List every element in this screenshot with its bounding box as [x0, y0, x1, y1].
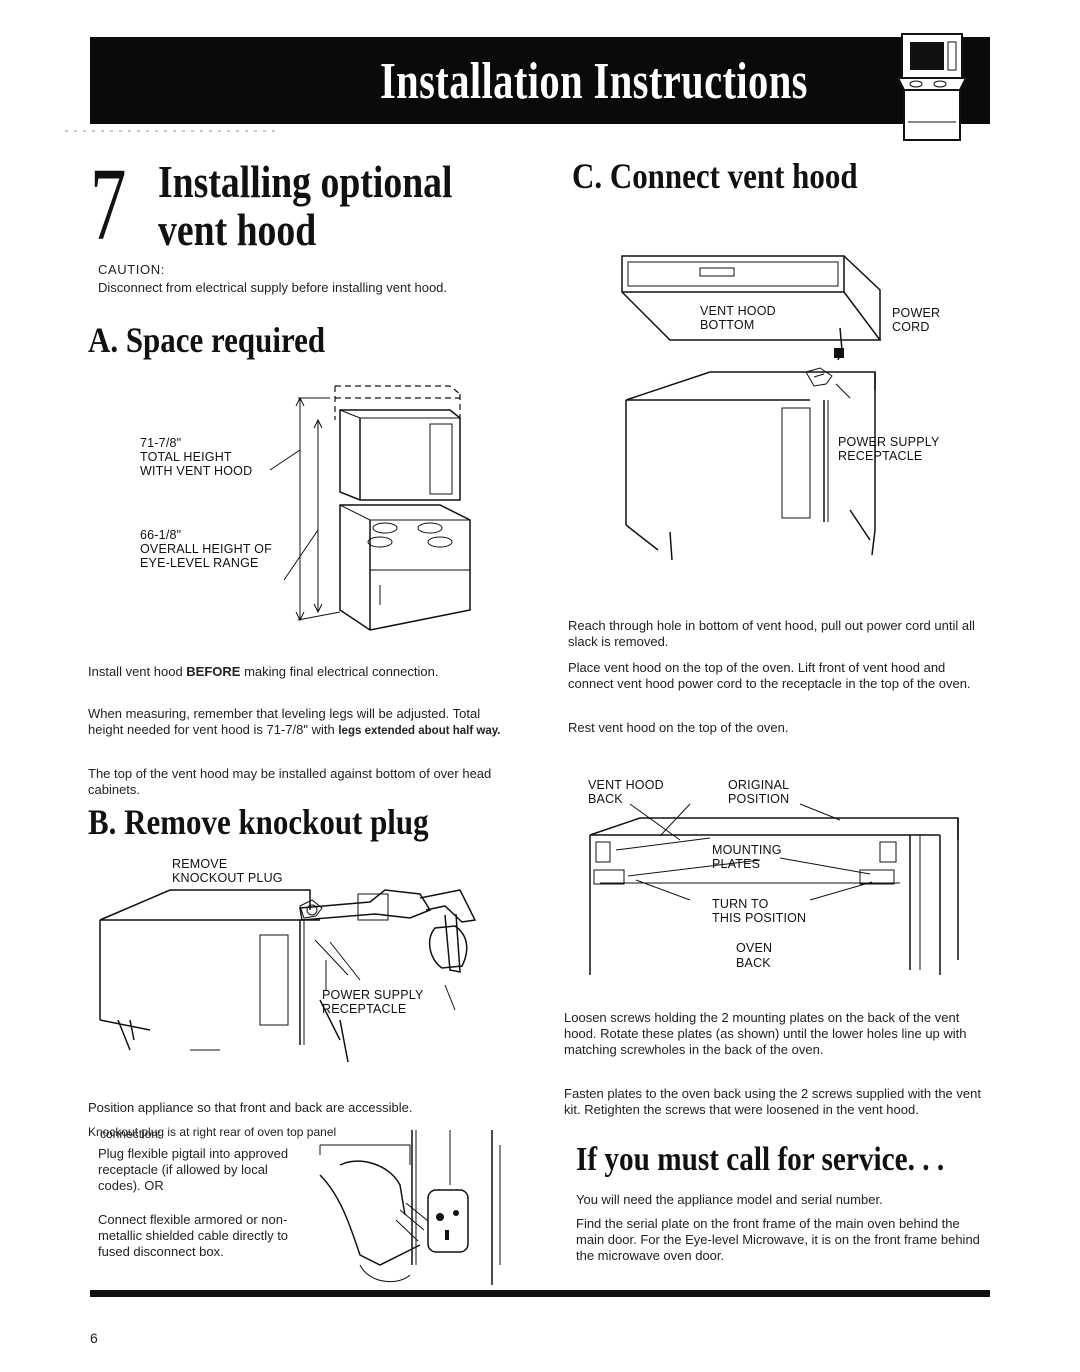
d-oven-label: OVEN [736, 941, 773, 955]
connect-vent-hood-diagram [621, 255, 882, 561]
caution-text: Disconnect from electrical supply before… [98, 280, 448, 295]
section-c-para4: Loosen screws holding the 2 mounting pla… [564, 1010, 967, 1057]
connection-heading: connection: [100, 1127, 162, 1141]
caution-label: CAUTION: [98, 262, 165, 277]
space-required-diagram [269, 385, 471, 631]
section-a-para3: The top of the vent hood may be installe… [88, 766, 492, 797]
overall-height-label-2: EYE-LEVEL RANGE [140, 556, 259, 570]
b-power-supply-label: POWER SUPPLY [322, 988, 424, 1002]
d-position-label: POSITION [728, 792, 790, 806]
overall-height-label: OVERALL HEIGHT OF [140, 542, 272, 556]
outlet-hand-diagram [319, 1130, 501, 1285]
d-back-label: BACK [588, 792, 623, 806]
remove-label: REMOVE [172, 857, 228, 871]
service-para2: Find the serial plate on the front frame… [576, 1216, 980, 1263]
section-c-para5: Fasten plates to the oven back using the… [564, 1086, 981, 1117]
header-banner [90, 37, 990, 124]
section-c-para1: Reach through hole in bottom of vent hoo… [568, 618, 975, 649]
b-receptacle-label: RECEPTACLE [322, 1002, 407, 1016]
section-a-para1: Install vent hood BEFORE making final el… [88, 664, 439, 679]
c-power-supply-label: POWER SUPPLY [838, 435, 940, 449]
footer-rule [90, 1290, 990, 1297]
service-para1: You will need the appliance model and se… [576, 1192, 883, 1207]
c-power-label: POWER [892, 306, 941, 320]
step-title-line2: vent hood [158, 204, 317, 255]
c-vent-hood-label: VENT HOOD [700, 304, 776, 318]
page-number: 6 [90, 1330, 98, 1346]
mounting-plates-diagram [589, 803, 959, 975]
c-receptacle-label: RECEPTACLE [838, 449, 923, 463]
section-a-heading: A. Space required [88, 320, 326, 360]
section-b-heading: B. Remove knockout plug [88, 802, 429, 842]
d-original-label: ORIGINAL [728, 778, 790, 792]
total-height-label: TOTAL HEIGHT [140, 450, 232, 464]
header-speckle [65, 130, 280, 132]
section-b-para2: Knockout plug is at right rear of oven t… [88, 1125, 337, 1139]
section-b-item2: Connect flexible armored or non-metallic… [98, 1212, 289, 1259]
range-illustration [896, 33, 968, 141]
total-height-value: 71-7/8" [140, 436, 182, 450]
d-mounting-label: MOUNTING [712, 843, 782, 857]
d-turn-to-label: TURN TO [712, 897, 769, 911]
d-plates-label: PLATES [712, 857, 761, 871]
step-title-line1: Installing optional [158, 156, 453, 207]
d-oven-back-label: BACK [736, 956, 771, 970]
d-this-position-label: THIS POSITION [712, 911, 807, 925]
overall-height-value: 66-1/8" [140, 528, 182, 542]
service-heading: If you must call for service. . . [576, 1141, 945, 1178]
section-c-heading: C. Connect vent hood [572, 156, 858, 196]
page-title: Installation Instructions [380, 53, 808, 110]
c-cord-label: CORD [892, 320, 930, 334]
section-b-para1: Position appliance so that front and bac… [88, 1100, 413, 1115]
knockout-plug-label: KNOCKOUT PLUG [172, 871, 283, 885]
section-a-para2: When measuring, remember that leveling l… [88, 706, 501, 737]
section-c-para3: Rest vent hood on the top of the oven. [568, 720, 789, 735]
section-b-item1: Plug flexible pigtail into approved rece… [98, 1146, 289, 1193]
d-vent-hood-label: VENT HOOD [588, 778, 664, 792]
section-c-para2: Place vent hood on the top of the oven. … [568, 660, 971, 691]
step-number: 7 [90, 147, 127, 262]
knockout-plug-diagram [99, 889, 477, 1063]
total-height-label-2: WITH VENT HOOD [140, 464, 253, 478]
c-bottom-label: BOTTOM [700, 318, 755, 332]
